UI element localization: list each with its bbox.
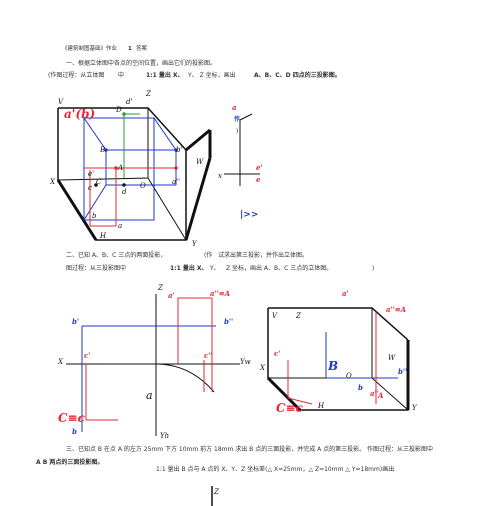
fig1-label-v: V	[58, 98, 64, 106]
fig1-label-d-prime: d'	[126, 98, 133, 106]
fig3-label-c-eq-c: C≡c	[276, 401, 303, 415]
fig2-label-x: X	[58, 358, 63, 366]
fig3-label-a-upper: A	[378, 391, 384, 400]
fig2-label-yw: Yw	[240, 358, 251, 366]
fig3-label-h: H	[318, 402, 325, 410]
fig1-right-e-prime: e'	[256, 163, 263, 172]
fig1-label-d-upper: D	[116, 106, 122, 114]
fig3-label-a-double-prime: a''	[370, 389, 379, 398]
fig1-right-arrow: |>>	[240, 210, 259, 220]
q2-line2-d: Z 坐标，画出 A、B、C 三点的立体图。	[226, 265, 333, 272]
q1-procedure-e: A、B、C、D 四点的三投影图。	[254, 72, 341, 79]
fig1-label-e-prime: e'	[88, 170, 95, 178]
fig1-label-a: a	[118, 222, 123, 230]
fig1-label-y: Y	[192, 240, 197, 248]
fig1-right-x: x	[218, 172, 222, 180]
q3-line3: 1:1 量出 B 点与 A 点的 X、Y、Z 坐标差(△ X=25mm，△ Z=…	[156, 466, 395, 473]
fig2-label-b-prime: b'	[72, 317, 80, 326]
q2-line2-c: Y、	[210, 265, 220, 272]
fig1-inner-lines	[83, 113, 177, 227]
fig2-label-a-prime: a'	[168, 291, 175, 300]
fig2-label-a: a	[146, 389, 153, 402]
fig1-label-z: Z	[146, 90, 151, 98]
fig2-label-z: Z	[158, 284, 163, 292]
fig4-label-z: Z	[214, 488, 219, 496]
q2-text-a: 二、已知 A、B、C 三点的两面投影，	[66, 252, 167, 259]
fig3-label-y: Y	[412, 404, 417, 412]
q1-procedure-b: 中	[118, 72, 125, 79]
fig1-label-c: c	[88, 184, 92, 192]
q1-procedure-c: 1:1 量出 X、	[146, 72, 184, 79]
fig3-label-a-double-prime-eq-a: a''≡A	[386, 305, 407, 314]
fig3-label-v: V	[272, 312, 278, 320]
fig3-label-b: b	[358, 383, 363, 392]
fig3-label-x: X	[260, 364, 265, 372]
fig2-label-a-double-prime-eq-a: a''≡A	[210, 289, 231, 298]
fig1-label-b: b	[92, 212, 97, 220]
q2-line2-b: 1:1 量出 X、	[170, 265, 208, 272]
assignment-number: 1	[128, 46, 132, 52]
fig1-label-a-upper: A	[118, 164, 124, 172]
fig3-label-z: Z	[296, 312, 301, 320]
fig1-right-a-mark: a	[232, 103, 237, 112]
fig2-label-c-prime: c'	[84, 351, 91, 360]
answer-label: 答案	[136, 46, 148, 52]
q3-line2: A B 两点的三面投影图。	[36, 459, 104, 466]
fig3-inner-lines	[287, 312, 398, 405]
fig3-label-b-upper: B	[328, 359, 339, 373]
fig2-label-b-double-prime: b''	[224, 317, 234, 326]
fig1-label-c-upper: C	[96, 178, 102, 186]
fig2-axes	[66, 294, 240, 436]
q2-text-c: 试求出第三投影，并作出立体图。	[218, 252, 309, 259]
fig1-right-paren: )	[236, 128, 239, 135]
fig3-box	[266, 307, 410, 412]
fig1-label-x: X	[50, 178, 55, 186]
fig3-label-o: O	[346, 372, 352, 380]
fig3-label-w: W	[388, 354, 396, 362]
fig1-label-a-double-prime: a''	[172, 178, 181, 186]
fig1-label-d: d	[122, 188, 127, 196]
fig1-label-h: H	[100, 232, 107, 240]
q3-line1: 三、已知点 B 在点 A 的左方 25mm 下方 10mm 前方 18mm 求出…	[66, 446, 434, 453]
q1-text: 一、根据立体图中各点的空间位置，画出它们的投影图。	[66, 60, 217, 67]
fig2-label-b: b	[72, 427, 77, 436]
fig1-points	[94, 112, 178, 187]
q2-line2-e: )	[372, 265, 375, 272]
fig3-label-a-prime: a'	[342, 289, 349, 298]
fig2-label-c-eq-c: C≡c	[58, 411, 85, 425]
q2-line2-a: 图过程：从三投影图中	[66, 265, 127, 272]
q1-procedure-d: Y、 Z 坐标，画出	[188, 72, 236, 79]
q2-text-b: (作	[204, 252, 213, 259]
fig1-label-b-double-prime: b'	[176, 146, 183, 154]
fig1-right-e: e	[256, 175, 261, 184]
fig2-label-yh: Yh	[160, 432, 170, 440]
fig2-projection-lines	[81, 297, 216, 432]
document-title: 《建筑制图基础》作业	[62, 46, 118, 52]
fig2-label-c-double-prime: c''	[204, 351, 213, 360]
fig3-label-c-prime: c'	[274, 349, 281, 358]
fig1-label-b-upper: B	[100, 146, 106, 154]
fig1-label-w: W	[196, 158, 204, 166]
fig1-box	[56, 107, 212, 241]
fig1-label-a-prime-b: a'(b)	[64, 107, 96, 121]
q1-procedure-a: (作图过程：从立体图	[48, 72, 105, 79]
fig1-right-axes	[224, 113, 260, 186]
fig1-label-o: O	[140, 182, 146, 190]
fig3-label-b-double-prime: b''	[398, 367, 408, 376]
fig1-right-fragment: 作	[234, 116, 241, 123]
